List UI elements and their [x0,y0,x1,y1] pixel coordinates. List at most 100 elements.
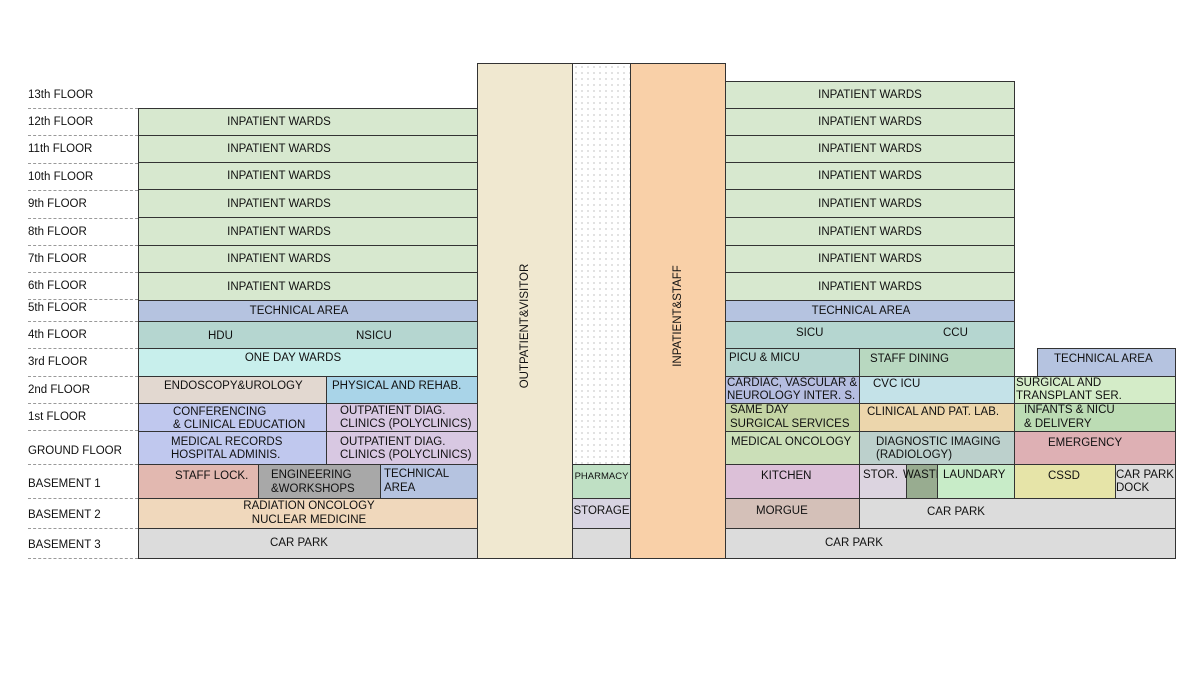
physical-rehab-label: PHYSICAL AND REHAB. [332,380,462,392]
floor-separator [28,135,138,136]
medical-records-label: MEDICAL RECORDS [171,436,283,448]
outpatient-visitor-core: OUTPATIENT&VISITOR [477,63,573,559]
floor-separator [28,190,138,191]
hospital-admin-label: HOSPITAL ADMINIS. [171,449,281,461]
ward-label: INPATIENT WARDS [227,143,331,155]
engineering-label-1: ENGINEERING [271,469,352,481]
surgical-label-1: SURGICAL AND [1016,377,1102,389]
technical-area-far: TECHNICAL AREA [1037,348,1176,377]
right-ward-12: INPATIENT WARDS [725,108,1015,136]
floor-separator [28,321,138,322]
outpatient-clinics-1: OUTPATIENT DIAG. CLINICS (POLYCLINICS) [326,403,478,432]
infants-label-2: & DELIVERY [1024,418,1092,430]
medical-oncology-label: MEDICAL ONCOLOGY [731,436,852,448]
pharmacy-block: PHARMACY [572,464,631,499]
floor-label-8: 8th FLOOR [28,226,87,238]
ward-label: INPATIENT WARDS [818,198,922,210]
hdu-label: HDU [208,330,233,342]
ward-label: INPATIENT WARDS [818,116,922,128]
engineering-label-2: &WORKSHOPS [271,483,355,495]
floor-label-10: 10th FLOOR [28,171,94,183]
floor-label-1: 1st FLOOR [28,411,87,423]
floor-separator [28,498,138,499]
pharmacy-label: PHARMACY [574,471,629,482]
floor-label-basement-1: BASEMENT 1 [28,478,101,490]
cardiac-vascular: CARDIAC, VASCULAR & NEUROLOGY INTER. S. [725,376,860,404]
floor-label-basement-2: BASEMENT 2 [28,509,101,521]
right-ward-6: INPATIENT WARDS [725,272,1015,301]
surgical-label-2: TRANSPLANT SER. [1016,390,1122,402]
ward-label: INPATIENT WARDS [818,170,922,182]
ward-label: INPATIENT WARDS [227,116,331,128]
infants-nicu: INFANTS & NICU & DELIVERY [1014,403,1176,432]
floor-separator [28,299,138,300]
cssd: CSSD [1014,464,1116,499]
storage-block: STORAGE [572,498,631,529]
ward-label: INPATIENT WARDS [818,253,922,265]
floor-separator [28,430,138,431]
left-ward-7: INPATIENT WARDS [138,245,478,273]
floor-label-12: 12th FLOOR [28,116,94,128]
left-ward-9: INPATIENT WARDS [138,189,478,218]
car-park-dock-label-1: CAR PARK [1116,469,1174,481]
ward-label: INPATIENT WARDS [818,281,922,293]
kitchen: KITCHEN [725,464,860,499]
medical-records-admin: MEDICAL RECORDS HOSPITAL ADMINIS. [138,431,327,465]
outpatient-clinics-label-2: CLINICS (POLYCLINICS) [340,418,472,430]
laundary: LAUNDARY [937,464,1015,499]
technical-area-label: TECHNICAL AREA [811,305,911,317]
same-day-surgical: SAME DAY SURGICAL SERVICES [725,403,860,432]
technical-area-b1-label-2: AREA [384,482,416,494]
car-park-label: CAR PARK [825,537,883,549]
ward-label: INPATIENT WARDS [818,143,922,155]
cssd-label: CSSD [1048,470,1080,482]
engineering-workshops: ENGINEERING &WORKSHOPS [258,464,381,499]
ward-label: INPATIENT WARDS [227,170,331,182]
picu-micu-label: PICU & MICU [729,352,800,364]
floor-separator [28,348,138,349]
picu-micu: PICU & MICU [725,348,860,377]
conferencing-education: CONFERENCING & CLINICAL EDUCATION [138,403,327,432]
floor-separator [28,272,138,273]
floor-separator [28,163,138,164]
technical-area-label: TECHNICAL AREA [249,305,349,317]
floor-separator [28,218,138,219]
floor-label-5: 5th FLOOR [28,302,87,314]
floor-label-basement-3: BASEMENT 3 [28,539,101,551]
left-ward-11: INPATIENT WARDS [138,135,478,163]
left-icu-floor: HDU NSICU [138,321,478,349]
same-day-label-1: SAME DAY [730,404,789,416]
car-park-label: CAR PARK [270,537,328,549]
infants-label-1: INFANTS & NICU [1024,404,1115,416]
right-icu-floor: SICU CCU [725,321,1015,349]
diagnostic-imaging-label-1: DIAGNOSTIC IMAGING [876,436,1001,448]
floor-label-2: 2nd FLOOR [28,384,90,396]
nuclear-medicine-label: NUCLEAR MEDICINE [251,514,367,526]
floor-label-4: 4th FLOOR [28,329,87,341]
staff-lock-label: STAFF LOCK. [175,470,249,482]
morgue-label: MORGUE [756,505,808,517]
car-park-dock: CAR PARK DOCK [1115,464,1176,499]
staff-dining: STAFF DINING [859,348,1015,377]
clinical-lab-label: CLINICAL AND PAT. LAB. [867,406,1000,418]
floor-label-11: 11th FLOOR [28,143,93,155]
floor-label-7: 7th FLOOR [28,253,87,265]
radiation-nuclear: RADIATION ONCOLOGY NUCLEAR MEDICINE [138,498,478,529]
emergency: EMERGENCY [1014,431,1176,465]
endoscopy-urology: ENDOSCOPY&UROLOGY [138,376,327,404]
conferencing-label-2: & CLINICAL EDUCATION [173,419,306,431]
ward-label: INPATIENT WARDS [818,226,922,238]
diagnostic-imaging: DIAGNOSTIC IMAGING (RADIOLOGY) [859,431,1015,465]
conferencing-label-1: CONFERENCING [173,406,267,418]
right-ward-7: INPATIENT WARDS [725,245,1015,273]
left-ward-6: INPATIENT WARDS [138,272,478,301]
left-technical-area: TECHNICAL AREA [138,300,478,322]
medical-oncology: MEDICAL ONCOLOGY [725,431,860,465]
outpatient-visitor-label: OUTPATIENT&VISITOR [519,263,531,389]
waste-label: WASTE [903,469,944,481]
ward-label: INPATIENT WARDS [818,89,922,101]
kitchen-label: KITCHEN [761,470,812,482]
diagnostic-imaging-label-2: (RADIOLOGY) [876,449,953,461]
ward-label: INPATIENT WARDS [227,198,331,210]
cardiac-label-1: CARDIAC, VASCULAR & [727,377,858,389]
